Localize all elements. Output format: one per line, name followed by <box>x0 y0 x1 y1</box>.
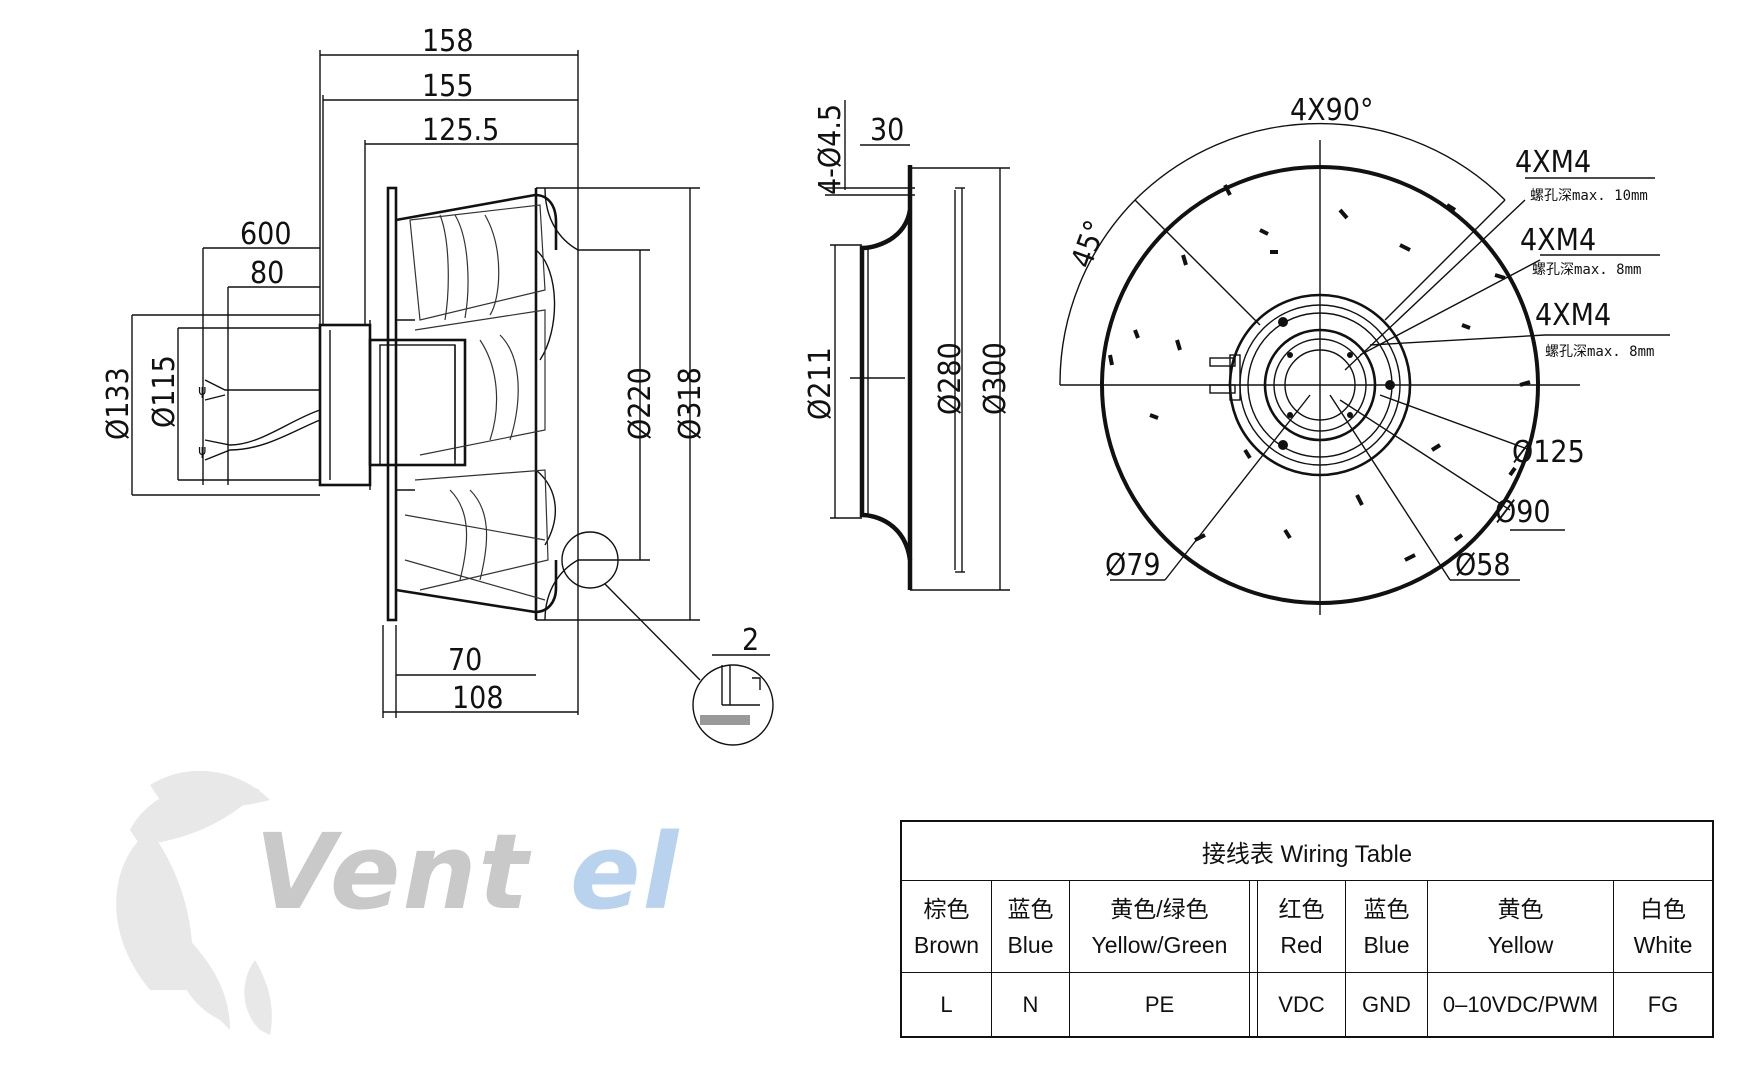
dim-108: 108 <box>452 681 504 716</box>
dim-d318: Ø318 <box>673 367 708 440</box>
slot-marks <box>1108 184 1531 562</box>
wiring-header-en: Red <box>1280 931 1323 958</box>
wiring-value-l: L <box>902 973 992 1037</box>
wiring-table-grid: 棕色 Brown 蓝色 Blue 黄色/绿色 Yellow/Green 红色 R… <box>902 881 1712 1037</box>
dim-45: 45° <box>1065 216 1114 273</box>
dim-d280: Ø280 <box>933 342 968 415</box>
wiring-value-pe: PE <box>1070 973 1250 1037</box>
wiring-table: 接线表 Wiring Table 棕色 Brown 蓝色 Blue 黄色/绿色 … <box>900 820 1714 1038</box>
wiring-header-en: Brown <box>913 931 980 958</box>
wiring-header-en: Yellow/Green <box>1091 931 1228 958</box>
callout-4xm4-a-note: 螺孔深max. 10mm <box>1530 188 1648 204</box>
dim-4x90: 4X90° <box>1290 93 1373 128</box>
dim-70: 70 <box>448 643 482 678</box>
svg-text:ψ: ψ <box>198 383 206 399</box>
wiring-header-white: 白色 White <box>1614 881 1712 973</box>
wiring-header-cn: 黄色 <box>1497 895 1544 922</box>
wiring-header-cn: 棕色 <box>923 895 970 922</box>
dim-d125: Ø125 <box>1512 435 1585 470</box>
ventel-logo: Vent el <box>116 770 680 1035</box>
callout-4xm4-a: 4XM4 <box>1515 145 1591 180</box>
wiring-header-en: Blue <box>1007 931 1054 958</box>
dim-80: 80 <box>250 256 284 291</box>
logo-text-vent: Vent <box>255 811 531 933</box>
dim-600: 600 <box>240 217 292 252</box>
wiring-header-blue: 蓝色 Blue <box>992 881 1070 973</box>
fan-blades-watermark <box>116 770 272 1035</box>
callout-4xm4-c: 4XM4 <box>1535 298 1611 333</box>
wiring-header-blue-2: 蓝色 Blue <box>1346 881 1428 973</box>
dim-30: 30 <box>870 113 904 148</box>
wiring-divider <box>1250 973 1258 1037</box>
wiring-value-fg: FG <box>1647 992 1679 1017</box>
wiring-header-cn: 蓝色 <box>1007 895 1054 922</box>
wiring-header-en: White <box>1633 931 1693 958</box>
dim-d115: Ø115 <box>147 355 182 428</box>
dim-d133: Ø133 <box>101 367 136 440</box>
wiring-header-en: Yellow <box>1487 931 1554 958</box>
callout-4xm4-b-note: 螺孔深max. 8mm <box>1532 262 1641 278</box>
wiring-header-yellow-green: 黄色/绿色 Yellow/Green <box>1070 881 1250 973</box>
wiring-value-vdc: VDC <box>1258 973 1346 1037</box>
svg-text:ψ: ψ <box>198 443 206 459</box>
dim-2: 2 <box>742 623 759 658</box>
logo-text-el: el <box>570 811 680 933</box>
dim-4-d4-5: 4-Ø4.5 <box>813 104 848 195</box>
wiring-header-cn: 红色 <box>1278 895 1325 922</box>
dim-d79: Ø79 <box>1105 548 1161 583</box>
side-view: 158 155 125.5 600 80 Ø133 Ø115 ψ ψ <box>101 24 774 746</box>
inlet-view: 4-Ø4.5 30 Ø211 Ø280 Ø300 <box>803 100 1013 591</box>
wiring-value-control: 0–10VDC/PWM <box>1428 973 1614 1037</box>
callout-4xm4-b: 4XM4 <box>1520 223 1596 258</box>
dim-d211: Ø211 <box>803 347 838 420</box>
wiring-header-cn: 黄色/绿色 <box>1110 895 1209 922</box>
wiring-table-title: 接线表 Wiring Table <box>902 822 1712 881</box>
wiring-header-cn: 蓝色 <box>1363 895 1410 922</box>
wiring-header-brown: 棕色 Brown <box>902 881 992 973</box>
dim-158: 158 <box>422 24 474 59</box>
wiring-header-cn: 白色 <box>1640 895 1686 922</box>
wiring-value-gnd: GND <box>1346 973 1428 1037</box>
dim-125-5: 125.5 <box>422 113 499 148</box>
callout-4xm4-c-note: 螺孔深max. 8mm <box>1545 344 1654 360</box>
dim-155: 155 <box>422 69 474 104</box>
wiring-header-yellow: 黄色 Yellow <box>1428 881 1614 973</box>
wiring-divider <box>1250 881 1258 973</box>
wiring-header-en: Blue <box>1363 931 1410 958</box>
dim-d300: Ø300 <box>978 342 1013 415</box>
front-view: 4X90° 45° <box>1059 93 1670 615</box>
dim-d58: Ø58 <box>1455 548 1511 583</box>
dim-d220: Ø220 <box>623 367 658 440</box>
wiring-value-n: N <box>992 973 1070 1037</box>
dim-d90: Ø90 <box>1495 495 1551 530</box>
wiring-header-red: 红色 Red <box>1258 881 1346 973</box>
